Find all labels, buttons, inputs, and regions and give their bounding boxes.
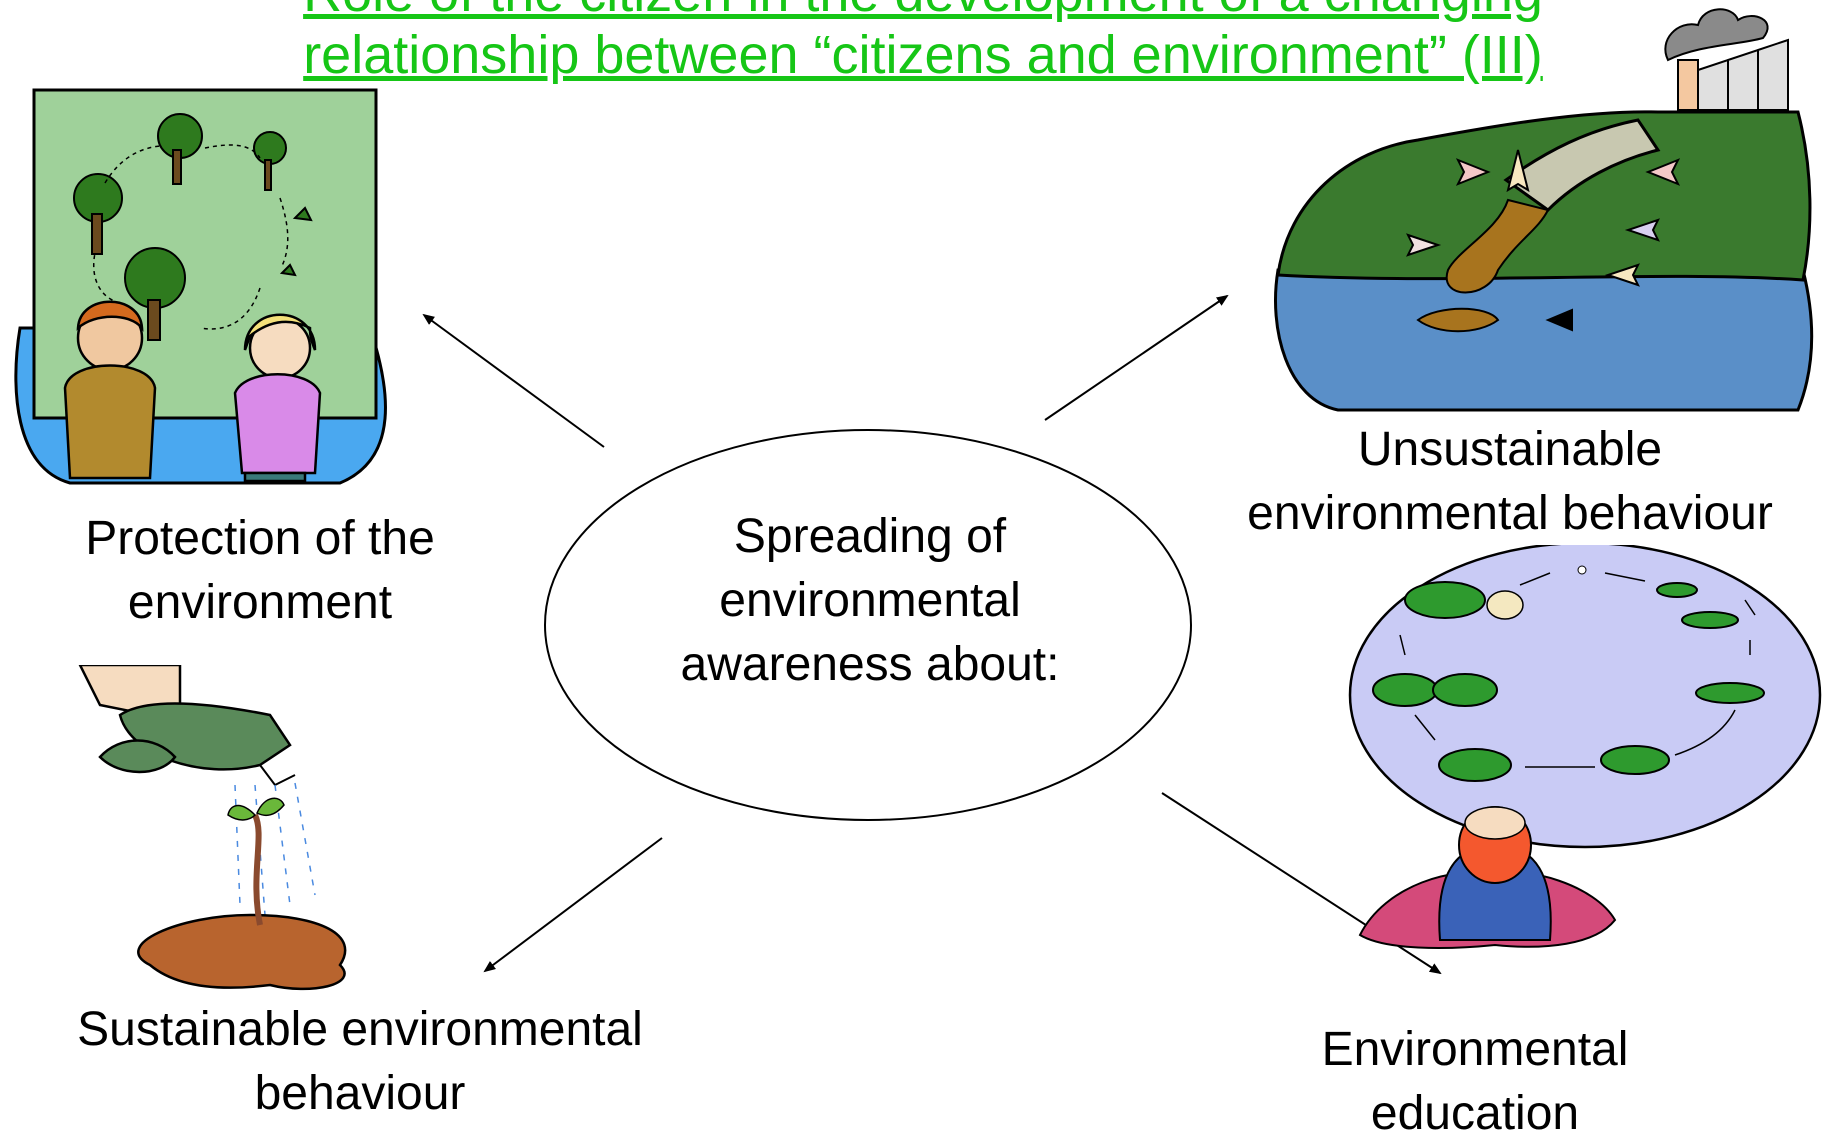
education-line-1: Environmental bbox=[1321, 1023, 1629, 1076]
sustainable-line-1: Sustainable environmental bbox=[77, 1003, 643, 1056]
center-line-1: Spreading of bbox=[733, 510, 1007, 563]
watering-can-sprout-icon bbox=[78, 665, 347, 991]
education-label: Environmental education bbox=[1250, 1018, 1700, 1146]
unsustainable-line-1: Unsustainable bbox=[1357, 423, 1663, 476]
slide-title-line-2: relationship between “citizens and envir… bbox=[303, 25, 1543, 85]
protection-label: Protection of the environment bbox=[40, 507, 480, 635]
children-nature-cycle-icon bbox=[14, 88, 387, 485]
center-label: Spreading of environmental awareness abo… bbox=[620, 505, 1120, 697]
arrow-to-sustainable bbox=[483, 837, 663, 973]
protection-line-2: environment bbox=[127, 576, 393, 629]
protection-line-1: Protection of the bbox=[85, 512, 435, 565]
sustainable-line-2: behaviour bbox=[254, 1067, 466, 1120]
slide-title-line-1: Role of the citizen in the development o… bbox=[10, 0, 1826, 20]
unsustainable-label: Unsustainable environmental behaviour bbox=[1210, 418, 1810, 546]
center-ellipse bbox=[544, 429, 1192, 821]
education-line-2: education bbox=[1370, 1087, 1580, 1140]
factory-pollution-icon bbox=[1274, 8, 1814, 412]
unsustainable-line-2: environmental behaviour bbox=[1247, 487, 1773, 540]
sustainable-label: Sustainable environmental behaviour bbox=[40, 998, 680, 1126]
center-line-3: awareness about: bbox=[680, 638, 1060, 691]
frog-life-cycle-icon bbox=[1348, 545, 1822, 949]
arrow-to-unsustainable bbox=[1044, 294, 1229, 421]
arrow-to-protection bbox=[422, 313, 605, 448]
center-line-2: environmental bbox=[719, 574, 1021, 627]
